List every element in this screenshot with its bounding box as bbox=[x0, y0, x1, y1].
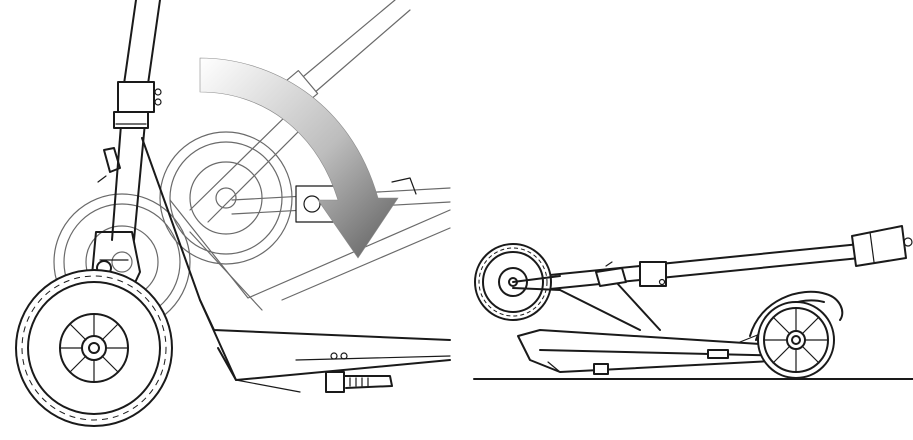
folded-stem bbox=[539, 225, 913, 291]
ghost-deck bbox=[169, 199, 451, 311]
upright-stem bbox=[97, 0, 162, 241]
right-panel-folded-scooter bbox=[473, 225, 913, 380]
rear-wheel bbox=[749, 290, 844, 379]
front-wheel bbox=[15, 269, 173, 427]
folding-joint bbox=[559, 261, 661, 331]
main-deck bbox=[141, 137, 451, 393]
fold-arrow bbox=[199, 57, 399, 259]
small-front-wheel bbox=[474, 243, 561, 321]
left-panel-folding-step bbox=[15, 0, 451, 427]
folded-deck bbox=[517, 329, 793, 375]
ghost-wheel-upper bbox=[159, 131, 293, 265]
